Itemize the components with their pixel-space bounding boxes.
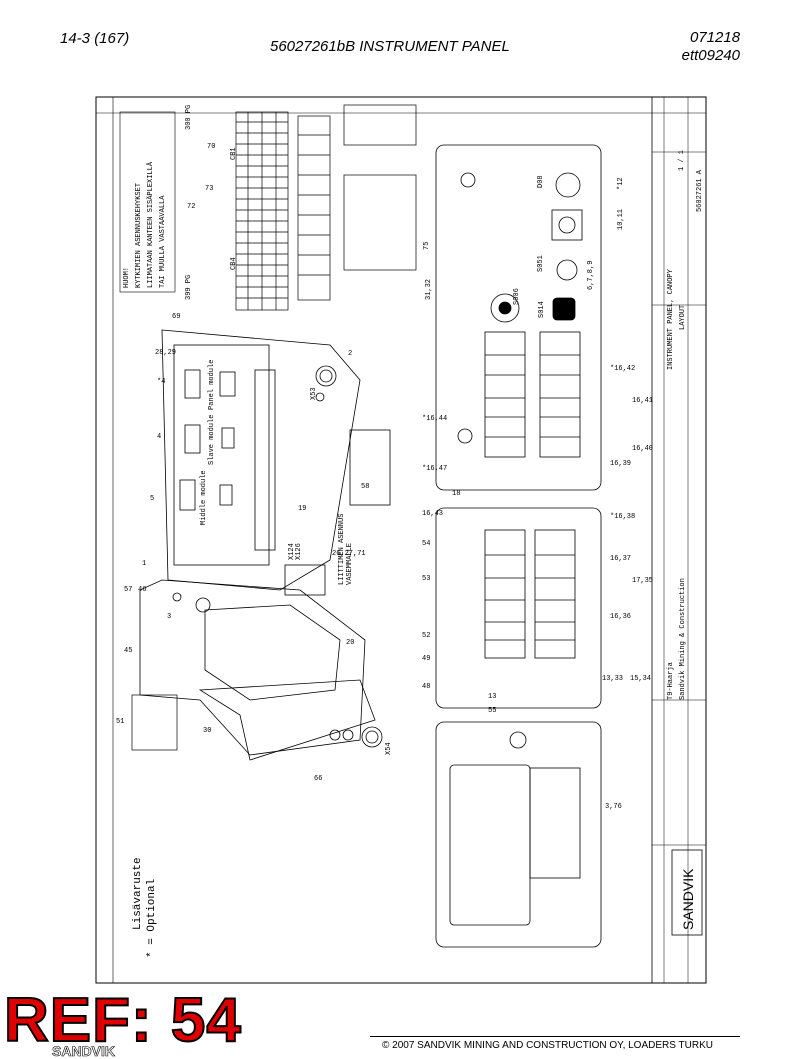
optional-note-1: Lisävaruste xyxy=(132,857,144,930)
x124-label: X124 xyxy=(288,543,296,560)
callout-6-9: 6,7,8,9 xyxy=(587,261,595,290)
part-number: 56027261 A xyxy=(696,169,704,212)
callout-item: 72 xyxy=(187,203,195,211)
dim-399: 399 PG xyxy=(185,275,193,300)
top-panel xyxy=(435,144,602,491)
callout-item: *4 xyxy=(157,378,165,386)
device-d08: D08 xyxy=(537,175,545,188)
callout-item: 16,39 xyxy=(610,460,631,468)
document-date: 071218 xyxy=(690,29,741,46)
cb1-label: CB1 xyxy=(230,147,238,160)
connectors xyxy=(172,365,383,748)
title-desc-1: INSTRUMENT PANEL, CANOPY xyxy=(667,268,675,370)
callout-item: 48 xyxy=(422,683,430,691)
callout-31-32: 31,32 xyxy=(425,279,433,300)
callout-item: 46 xyxy=(138,586,146,594)
lower-panel xyxy=(435,721,602,948)
callout-item: 30 xyxy=(203,727,211,735)
mounting-note-1: LIITTIMEN ASENNUS xyxy=(338,514,346,585)
callout-item: 73 xyxy=(205,185,213,193)
fuse-strip xyxy=(235,104,417,311)
callout-item: 1 xyxy=(142,560,146,568)
callout-item: 4 xyxy=(157,433,161,441)
callout-item: 57 xyxy=(124,586,132,594)
callout-item: 49 xyxy=(422,655,430,663)
callout-10-11: 10,11 xyxy=(617,209,625,230)
callout-item: 54 xyxy=(422,540,430,548)
module-panel: Panel module xyxy=(208,360,216,410)
svg-text:KYTKIMIEN ASENNUSKEHYKSET: KYTKIMIEN ASENNUSKEHYKSET xyxy=(135,183,143,288)
optional-switch-box xyxy=(131,694,178,751)
callout-item: 26,27,71 xyxy=(332,550,366,558)
x126-label: X126 xyxy=(295,543,303,560)
callout-item: 15,34 xyxy=(630,675,651,683)
callout-item: 52 xyxy=(422,632,430,640)
callout-item: 69 xyxy=(172,313,180,321)
callout-item: 53 xyxy=(422,575,430,583)
callout-item: 28,29 xyxy=(155,349,176,357)
svg-text:LIIMATAAN KANTEEN SISÄPLEXILLÄ: LIIMATAAN KANTEEN SISÄPLEXILLÄ xyxy=(146,161,155,288)
callout-item: *16,38 xyxy=(610,513,635,521)
callout-item: 16,40 xyxy=(632,445,653,453)
callout-12: *12 xyxy=(617,177,625,190)
svg-text:HUOM!: HUOM! xyxy=(123,267,131,288)
module-middle: Middle module xyxy=(200,470,208,525)
company-line-1: T9-Haarja xyxy=(667,662,675,700)
callout-item: 16,41 xyxy=(632,397,653,405)
module-slave: Slave module xyxy=(208,415,216,465)
drawing-frame xyxy=(95,96,707,984)
callout-item: *16,47 xyxy=(422,465,447,473)
copyright-text: © 2007 SANDVIK MINING AND CONSTRUCTION O… xyxy=(382,1040,713,1051)
document-code: ett09240 xyxy=(681,47,740,64)
dim-300: 300 PG xyxy=(185,105,193,130)
callout-item: 3,76 xyxy=(605,803,622,811)
callout-item: 16,36 xyxy=(610,613,631,621)
company-line-2: Sandvik Mining & Construction xyxy=(679,578,687,700)
callout-75: 75 xyxy=(423,242,431,250)
middle-panel xyxy=(435,507,602,709)
callout-item: 17,35 xyxy=(632,577,653,585)
top-callouts: 31,32 6,7,8,9 10,11 *12 75 xyxy=(423,177,625,300)
callout-item: 55 xyxy=(488,707,496,715)
callout-item: 5 xyxy=(150,495,154,503)
optional-note-2: * = Optional xyxy=(146,879,158,958)
switch-s051: S051 xyxy=(537,255,545,272)
callout-item: 20 xyxy=(346,639,354,647)
callout-item: 45 xyxy=(124,647,132,655)
x53-label: X53 xyxy=(310,387,318,400)
callout-item: 2 xyxy=(348,350,352,358)
sheet-number: 1 / 1 xyxy=(678,150,686,171)
sandvik-logo: SANDVIK xyxy=(680,868,696,930)
ref-stamp: REF: 54 xyxy=(3,985,242,1056)
callout-item: 16,37 xyxy=(610,555,631,563)
callout-item: 70 xyxy=(207,143,215,151)
callout-item: 13,33 xyxy=(602,675,623,683)
x54-label: X54 xyxy=(385,742,393,755)
callout-item: 3 xyxy=(167,613,171,621)
page-reference: 14-3 (167) xyxy=(60,30,130,47)
assembly-note: HUOM! KYTKIMIEN ASENNUSKEHYKSET LIIMATAA… xyxy=(119,111,176,293)
callout-item: 16,43 xyxy=(422,510,443,518)
callout-item: 51 xyxy=(116,718,124,726)
callout-item: 18 xyxy=(452,490,460,498)
switch-s014: S014 xyxy=(538,301,546,318)
numbered-callouts: 1 2 3 4 *4 5 13 18 19 20 28,29 30 45 46 … xyxy=(116,143,653,811)
svg-text:TAI MUULLA VASTAAVALLA: TAI MUULLA VASTAAVALLA xyxy=(159,195,167,288)
callout-item: 66 xyxy=(314,775,322,783)
callout-item: 58 xyxy=(361,483,369,491)
callout-item: 19 xyxy=(298,505,306,513)
mounting-note-2: VASEMMALLE xyxy=(346,543,354,585)
switch-s006: S006 xyxy=(513,288,521,305)
footer-rule xyxy=(370,1036,740,1037)
callout-item: *16,42 xyxy=(610,365,635,373)
cut-off-logo: SANDVIK xyxy=(52,1043,116,1059)
cb4-label: CB4 xyxy=(230,257,238,270)
document-title: 56027261bB INSTRUMENT PANEL xyxy=(270,38,510,55)
panel-body xyxy=(139,329,391,761)
callout-item: 13 xyxy=(488,693,496,701)
title-block: 56027261 A 1 / 1 INSTRUMENT PANEL, CANOP… xyxy=(651,96,707,984)
title-desc-2: LAYOUT xyxy=(679,305,687,330)
callout-item: *16,44 xyxy=(422,415,447,423)
